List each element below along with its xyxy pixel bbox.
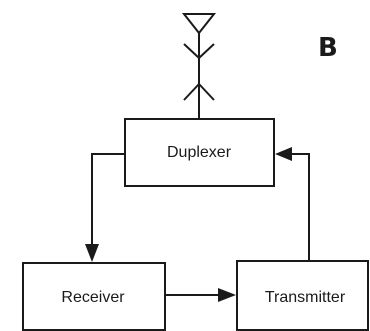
duplexer-block: Duplexer: [124, 118, 275, 187]
duplexer-label: Duplexer: [167, 144, 232, 161]
transmitter-block: Transmitter: [236, 260, 369, 331]
receiver-label: Receiver: [61, 289, 125, 306]
transmitter-label: Transmitter: [265, 289, 346, 306]
transmitter-to-duplexer-arrow: [275, 147, 310, 261]
receiver-block: Receiver: [22, 262, 166, 331]
duplexer-to-receiver-arrow: [85, 153, 125, 262]
receiver-to-transmitter-arrow: [165, 288, 236, 302]
panel-label: B: [318, 33, 338, 63]
antenna-icon: [181, 13, 217, 119]
